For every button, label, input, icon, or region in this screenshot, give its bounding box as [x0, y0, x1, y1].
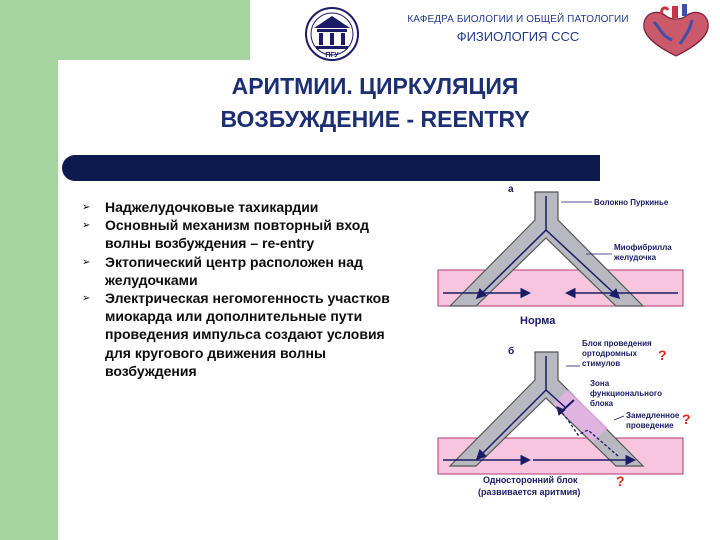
bullet-arrow-icon: ➢ [82, 217, 90, 235]
department-name: КАФЕДРА БИОЛОГИИ И ОБЩЕЙ ПАТОЛОГИИ [368, 14, 668, 25]
norm-label: Норма [520, 315, 556, 327]
zone-label-3: блока [590, 399, 614, 408]
bullet-item: ➢ Наджелудочковые тахикардии [80, 198, 410, 216]
bullet-item: ➢ Эктопический центр расположен над желуд… [80, 253, 410, 289]
oneway-label-2: (развивается аритмия) [478, 487, 580, 497]
left-green-margin [0, 0, 58, 540]
myofibril-label-2: желудочка [613, 253, 657, 262]
bullet-item: ➢ Основный механизм повторный вход волны … [80, 216, 410, 252]
bullet-arrow-icon: ➢ [82, 199, 90, 217]
bullet-arrow-icon: ➢ [82, 290, 90, 308]
question-mark-3: ? [616, 473, 625, 489]
bullet-text: Электрическая негомогенность участков ми… [105, 290, 390, 379]
question-mark-2: ? [682, 411, 691, 427]
block-label-2: ортодромных [582, 349, 638, 358]
myofibril-label-1: Миофибрилла [614, 243, 672, 252]
title-underline-bar [62, 155, 600, 181]
university-logo: ПГУ [304, 6, 360, 62]
bullet-text: Основный механизм повторный вход волны в… [105, 217, 369, 251]
subject-name: ФИЗИОЛОГИЯ ССС [368, 29, 668, 44]
bullet-text: Эктопический центр расположен над желудо… [105, 254, 363, 288]
block-label-3: стимулов [582, 359, 620, 368]
panel-a-label: а [508, 184, 514, 195]
slow-pointer [614, 416, 624, 420]
header: КАФЕДРА БИОЛОГИИ И ОБЩЕЙ ПАТОЛОГИИ ФИЗИО… [368, 14, 668, 44]
heart-illustration [636, 4, 716, 58]
bullet-arrow-icon: ➢ [82, 254, 90, 272]
reentry-diagram: а Волокно Пуркинье Миофибрилла желудочка… [418, 180, 718, 510]
logo-text: ПГУ [325, 52, 339, 59]
zone-label-2: функционального [590, 389, 662, 398]
slow-label-1: Замедленное [626, 411, 680, 420]
panel-b-label: б [508, 345, 514, 357]
slow-label-2: проведение [626, 421, 674, 430]
zone-label-1: Зона [590, 379, 610, 388]
purkinje-label: Волокно Пуркинье [594, 198, 669, 207]
title-line-2: ВОЗБУЖДЕНИЕ - REENTRY [150, 103, 600, 136]
block-label-1: Блок проведения [582, 339, 652, 348]
bullet-list: ➢ Наджелудочковые тахикардии ➢ Основный ме… [80, 198, 410, 380]
bullet-text: Наджелудочковые тахикардии [105, 199, 318, 215]
oneway-label-1: Односторонний блок [483, 475, 578, 485]
title-line-1: АРИТМИИ. ЦИРКУЛЯЦИЯ [150, 70, 600, 103]
question-mark-1: ? [658, 347, 667, 363]
slide-title: АРИТМИИ. ЦИРКУЛЯЦИЯ ВОЗБУЖДЕНИЕ - REENTR… [150, 70, 600, 136]
bullet-item: ➢ Электрическая негомогенность участков м… [80, 289, 410, 380]
